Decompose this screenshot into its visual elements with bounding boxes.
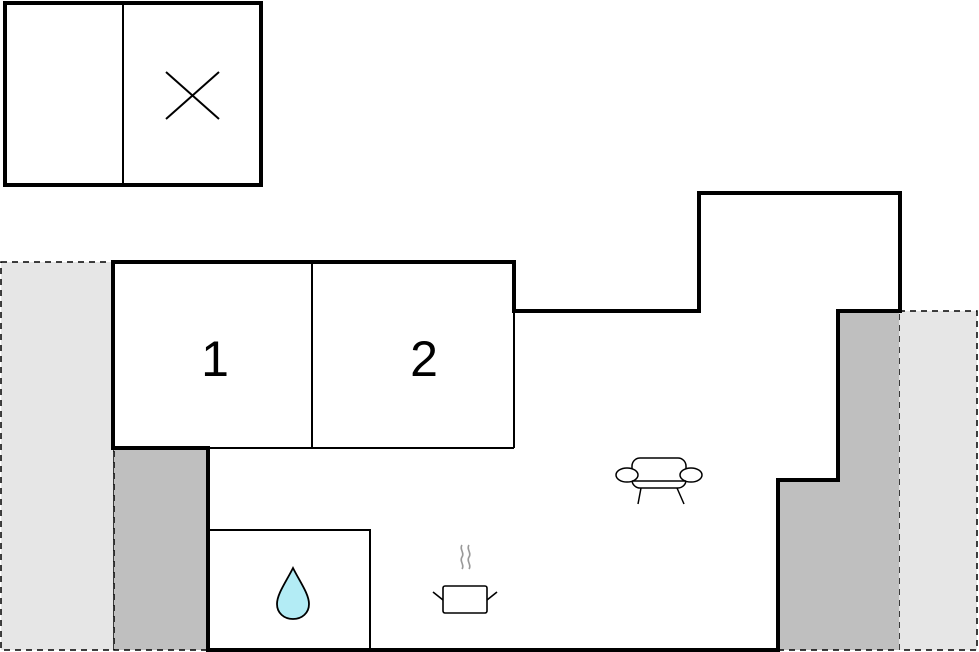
annex-outline [3,1,263,187]
sofa-icon [615,457,703,505]
left-terrace [0,261,115,651]
left-covered-area [113,447,209,651]
room-label-1: 1 [201,331,229,387]
bathroom-wall [208,529,371,650]
room-label-2: 2 [410,331,438,387]
water-drop-icon [276,565,310,620]
house-outer-wall [111,191,902,652]
right-terrace [898,310,978,651]
cooking-pot-icon [432,544,498,614]
window-cross-icon [165,71,220,120]
